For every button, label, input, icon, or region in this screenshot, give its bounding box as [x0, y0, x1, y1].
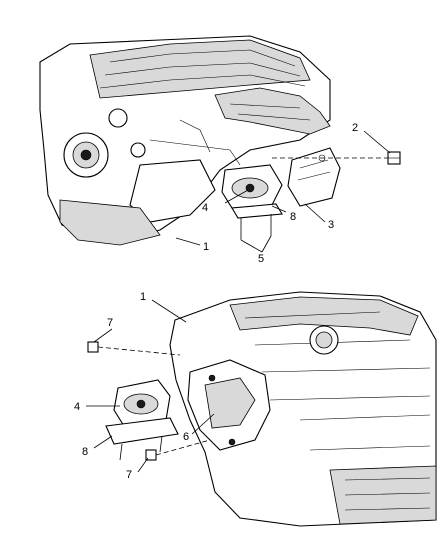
- callout-bottom-7-lower: 7: [126, 469, 132, 481]
- callout-bottom-7-upper: 7: [107, 317, 113, 329]
- callout-bottom-6: 6: [183, 431, 189, 443]
- callout-bottom-4: 4: [74, 401, 80, 413]
- top-engine-view: [39, 35, 401, 246]
- callout-bottom-1: 1: [140, 291, 146, 303]
- callout-bottom-8: 8: [82, 446, 88, 458]
- bottom-mount-bracket: [187, 359, 271, 451]
- bottom-mount-plate: [105, 417, 179, 445]
- callout-top-8: 8: [290, 211, 296, 223]
- top-callouts: 2 3 4 8 1 5: [202, 122, 358, 265]
- callout-top-1: 1: [203, 241, 209, 253]
- top-engine-mount: [221, 164, 283, 209]
- callout-top-3: 3: [328, 219, 334, 231]
- bottom-engine-view: [87, 291, 437, 527]
- callout-top-5: 5: [258, 253, 264, 265]
- callout-top-2: 2: [352, 122, 358, 134]
- bottom-callouts: 1 7 4 8 7 6: [74, 291, 189, 481]
- bottom-bolt-lower: [145, 439, 211, 461]
- top-mount-bracket: [231, 203, 283, 219]
- top-leader-lines: [175, 130, 391, 253]
- top-bolt: [272, 151, 401, 165]
- callout-top-4: 4: [202, 202, 208, 214]
- bottom-leader-lines: [86, 299, 215, 473]
- top-heat-shield: [287, 147, 341, 207]
- bottom-bolt-upper: [87, 341, 181, 356]
- bottom-engine-mount: [113, 379, 171, 427]
